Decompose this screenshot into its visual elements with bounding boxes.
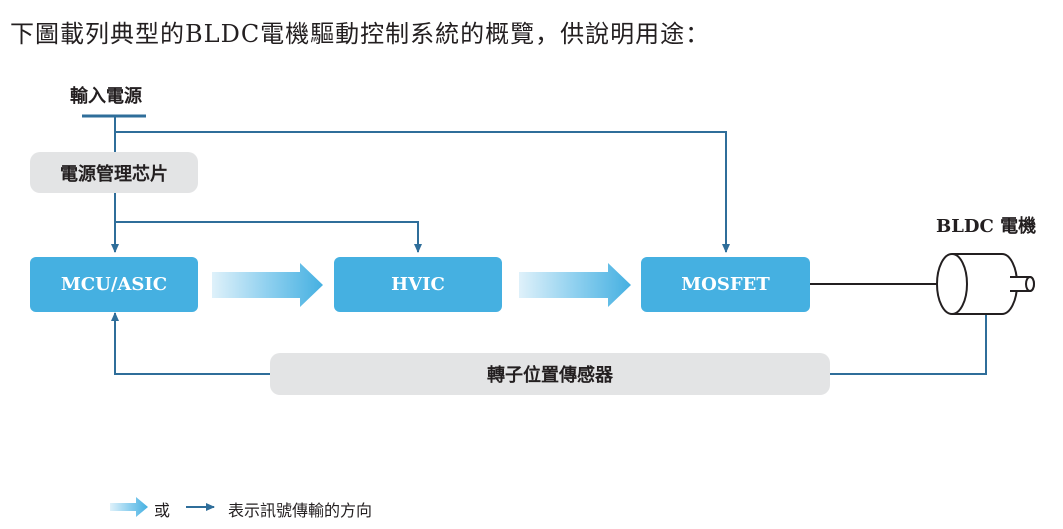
motor-to-sensor-line bbox=[830, 314, 987, 375]
bldc-motor-icon bbox=[936, 253, 1035, 315]
legend-fat-arrow-icon bbox=[110, 497, 148, 517]
sensor-to-mcu-line bbox=[111, 312, 270, 375]
hvic-node: HVIC bbox=[334, 257, 502, 312]
power-to-mosfet-line bbox=[114, 116, 730, 253]
bldc-motor-label: BLDC 電機 bbox=[936, 216, 1037, 237]
input-power-label: 輸入電源 bbox=[70, 86, 142, 107]
legend-or-text: 或 bbox=[154, 501, 171, 520]
legend-description: 表示訊號傳輸的方向 bbox=[228, 501, 373, 520]
mcu-to-hvic-arrow bbox=[212, 263, 323, 307]
mcu-asic-node: MCU/ASIC bbox=[30, 257, 198, 312]
rotor-position-sensor-node: 轉子位置傳感器 bbox=[270, 353, 830, 395]
pmic-node: 電源管理芯片 bbox=[30, 152, 198, 193]
hvic-to-mosfet-arrow bbox=[519, 263, 631, 307]
intro-text: 下圖載列典型的BLDC電機驅動控制系統的概覽，供說明用途： bbox=[10, 20, 711, 48]
pmic-to-hvic-line bbox=[115, 221, 422, 253]
mosfet-node: MOSFET bbox=[641, 257, 810, 312]
